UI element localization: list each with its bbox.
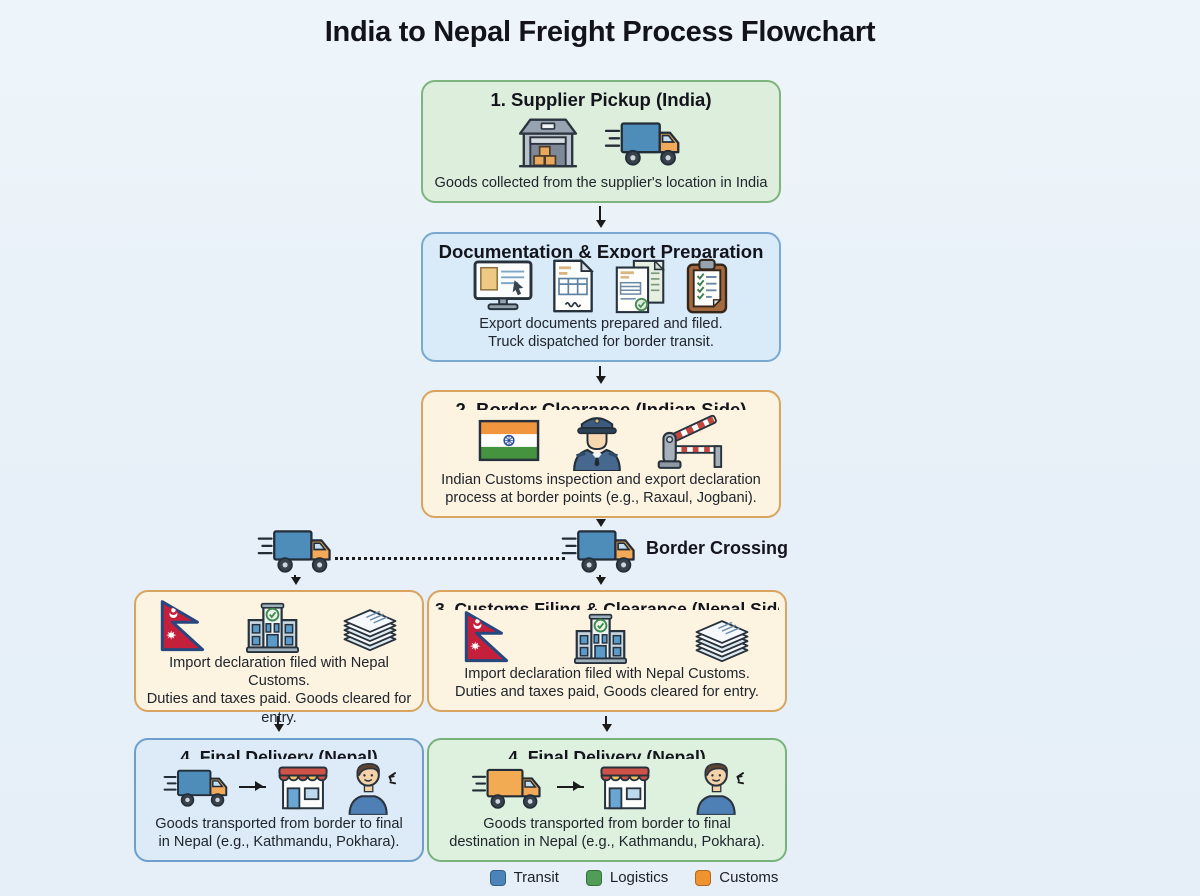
truck-icon [604,117,684,167]
truck-icon [257,525,335,574]
invoice-document-icon [550,258,596,314]
documentation-icons [473,258,729,315]
customs-building-icon [244,600,301,653]
border-clearance-icons [478,410,724,471]
final-delivery-left-icons [163,759,396,815]
final-delivery-left-box: 4. Final Delivery (Nepal) Goods transpor… [134,738,424,862]
legend-item-transit: Transit [489,869,559,886]
supplier-pickup-title: 1. Supplier Pickup (India) [490,89,712,110]
recipient-person-icon [344,759,396,815]
legend-label-logistics: Logistics [609,869,669,886]
storefront-icon [274,760,332,813]
flow-arrow-6 [274,716,284,732]
supplier-pickup-desc: Goods collected from the supplier's loca… [434,174,768,191]
customs-filing-left-icons [158,599,401,654]
final-delivery-right-title: 4. Final Delivery (Nepal) [508,747,706,759]
legend-item-customs: Customs [695,869,778,886]
legend: Transit Logistics Customs [34,869,1200,886]
customs-filing-left-box: 3. Customs Filing & Clearance (Nepl) Imp… [134,590,424,726]
paper-stack-icon [691,612,753,663]
truck-icon [163,765,231,808]
computer-document-icon [473,259,533,313]
recipient-person-icon [692,759,744,815]
customs-filing-right-box: 3. Customs Filing & Clearance (Nepal Sid… [427,590,787,712]
flow-arrow-5 [596,575,606,585]
customs-color-swatch [695,869,712,886]
packing-list-icon [613,258,668,315]
border-clearance-box: 2. Border Clearance (Indian Side) Indian… [421,390,781,518]
arrow-right-icon [238,781,266,792]
flow-arrow-2 [596,366,606,384]
legend-item-logistics: Logistics [585,869,669,886]
legend-label-transit: Transit [513,869,559,886]
paper-stack-icon [339,601,401,652]
final-delivery-left-desc: Goods transported from border to final i… [155,815,403,850]
flow-arrow-4 [291,575,301,585]
supplier-pickup-icons [518,111,684,174]
legend-label-customs: Customs [719,869,779,886]
customs-filing-left-desc: Import declaration filed with Nepal Cust… [146,655,412,726]
final-delivery-left-title: 4. Final Delivery (Nepal) [180,747,378,759]
nepal-flag-icon [158,599,206,654]
customs-filing-right-icons [462,610,753,665]
india-flag-icon [478,419,540,462]
final-delivery-right-icons [471,759,744,815]
border-clearance-title: 2. Border Clearance (Indian Side) [455,399,747,410]
documentation-box: Documentation & Export Preparation Expor… [421,232,781,362]
documentation-desc: Export documents prepared and filed. Tru… [479,315,723,350]
customs-building-icon [572,611,629,664]
warehouse-icon [518,115,578,169]
customs-filing-right-title: 3. Customs Filing & Clearance (Nepal Sid… [435,599,779,610]
border-crossing-dotted-line [335,557,565,560]
border-crossing-label: Border Crossing [646,538,789,558]
page-title: India to Nepal Freight Process Flowchart [324,16,876,48]
border-clearance-desc: Indian Customs inspection and export dec… [441,471,761,506]
storefront-icon [596,760,654,813]
customs-officer-icon [570,410,624,471]
customs-filing-right-desc: Import declaration filed with Nepal Cust… [455,665,759,700]
arrow-right-icon [556,781,584,792]
final-delivery-right-box: 4. Final Delivery (Nepal) Goods transpor… [427,738,787,862]
truck-icon [561,525,639,574]
clipboard-checklist-icon [685,258,729,315]
border-barrier-icon [654,412,724,469]
flow-arrow-7 [602,716,612,732]
final-delivery-right-desc: Goods transported from border to final d… [449,815,765,850]
flow-arrow-3 [596,519,606,527]
nepal-flag-icon [462,610,510,665]
supplier-pickup-box: 1. Supplier Pickup (India) Goods collect… [421,80,781,203]
flow-arrow-1 [596,206,606,228]
transit-color-swatch [489,869,506,886]
logistics-color-swatch [585,869,602,886]
documentation-title: Documentation & Export Preparation [438,241,764,258]
orange-truck-icon [471,764,545,810]
